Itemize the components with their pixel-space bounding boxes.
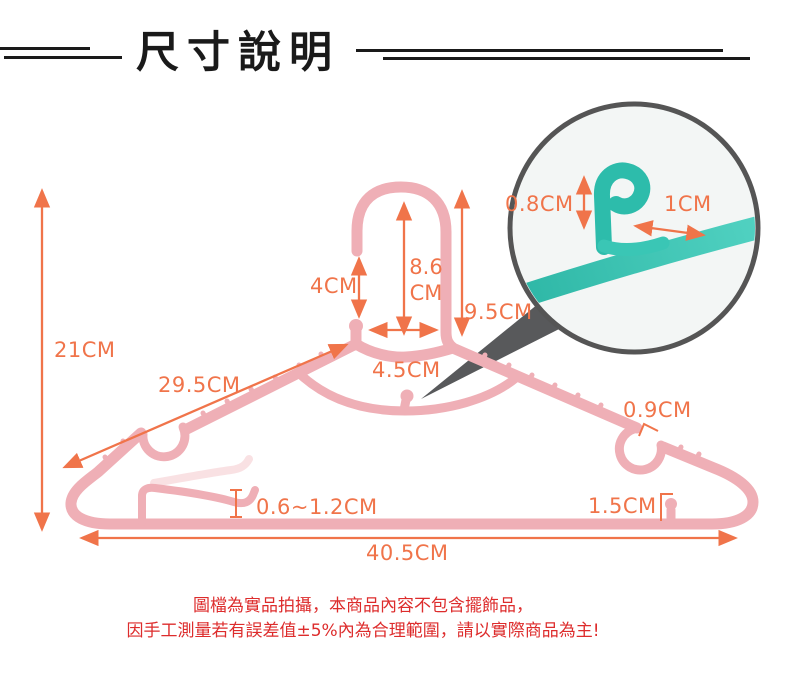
dim-neck-height: 9.5CM bbox=[464, 300, 533, 324]
title-rule-right-top bbox=[356, 49, 723, 52]
dim-hook-opening: 4CM bbox=[310, 274, 358, 298]
dim-tip-length: 1CM bbox=[664, 192, 712, 216]
dim-peg-height: 1.5CM bbox=[588, 494, 657, 518]
disclaimer-line-1: 圖檔為實品拍攝，本商品內容不包含擺飾品， bbox=[193, 596, 533, 616]
dim-tip-height: 0.8CM bbox=[505, 192, 574, 216]
hanger-hook bbox=[351, 181, 459, 354]
hook-tip-photo bbox=[594, 162, 651, 255]
disclaimer-line-2: 因手工測量若有誤差值±5%內為合理範圍，請以實際商品為主! bbox=[126, 621, 600, 641]
magnifier-inset bbox=[507, 101, 761, 355]
title-rule-right-bottom bbox=[383, 57, 750, 60]
left-arm-notches bbox=[102, 351, 327, 466]
dimension-arrows bbox=[33, 188, 738, 547]
dim-shoulder-length: 29.5CM bbox=[158, 373, 241, 397]
dim-total-height: 21CM bbox=[54, 338, 116, 362]
title-rule-left-top bbox=[0, 47, 90, 50]
dim-hook-height-unit: CM bbox=[409, 281, 443, 305]
dim-center-width: 4.5CM bbox=[372, 358, 441, 382]
dim-arm-gap: 0.6~1.2CM bbox=[256, 495, 378, 519]
swing-arm bbox=[138, 483, 259, 526]
magnifier-circle-border bbox=[507, 101, 761, 355]
page-title: 尺寸說明 bbox=[136, 28, 340, 78]
dim-total-width: 40.5CM bbox=[366, 541, 449, 565]
title-rule-left-bottom bbox=[4, 56, 122, 59]
swing-arm-ghost bbox=[150, 455, 253, 487]
dim-strap-notch: 0.9CM bbox=[623, 398, 692, 422]
magnifier-pointer-wedge bbox=[421, 295, 573, 399]
dim-hook-height: 8.6 CM bbox=[404, 254, 448, 306]
hanger-arm-photo bbox=[513, 214, 755, 314]
dim-hook-height-value: 8.6 bbox=[409, 255, 443, 279]
disclaimer: 圖檔為實品拍攝，本商品內容不包含擺飾品， 因手工測量若有誤差值±5%內為合理範圍… bbox=[0, 594, 726, 644]
right-arm-notches bbox=[479, 352, 702, 463]
